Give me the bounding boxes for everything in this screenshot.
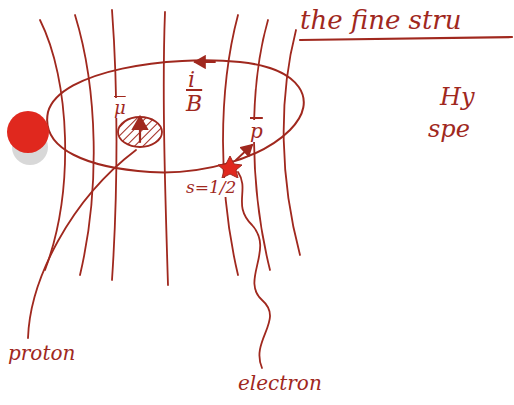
field-label: B xyxy=(184,92,204,116)
part-label: proton xyxy=(6,342,77,364)
red-ball xyxy=(7,111,49,153)
note-text: Hy xyxy=(440,84,475,110)
current-label: i xyxy=(186,68,197,92)
note-text: spe xyxy=(428,116,470,142)
part-label: electron xyxy=(236,372,324,394)
moment-label: μ xyxy=(112,98,128,118)
spin-label: s=1/2 xyxy=(184,178,238,197)
momentum-label: p xyxy=(248,120,265,142)
title: the fine stru xyxy=(300,6,462,35)
